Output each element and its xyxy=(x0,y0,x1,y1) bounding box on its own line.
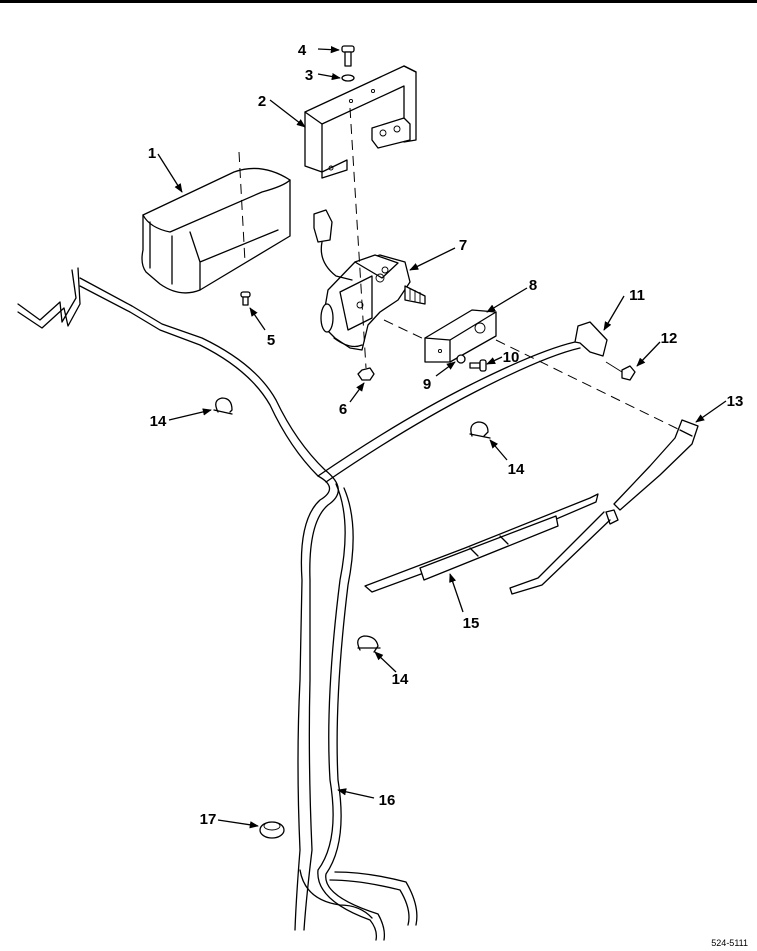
callout-labels: 4 3 2 1 5 6 7 8 9 10 11 12 13 14 14 14 1… xyxy=(148,42,744,828)
screw-part-5 xyxy=(240,291,251,306)
callout-8: 8 xyxy=(529,277,537,294)
nozzle-part xyxy=(621,365,636,381)
callout-3: 3 xyxy=(305,67,313,84)
callout-7: 7 xyxy=(459,237,467,254)
bracket-part xyxy=(304,65,417,179)
leader-arrows xyxy=(157,45,727,829)
motor-connector-part xyxy=(313,209,353,281)
figure-id: 524-5111 xyxy=(711,938,748,948)
washer-part xyxy=(341,74,355,82)
callout-6: 6 xyxy=(339,401,347,418)
callout-14-lower: 14 xyxy=(392,671,409,688)
callout-12: 12 xyxy=(661,330,678,347)
housing-cover-part xyxy=(141,151,291,294)
wiper-blade-part xyxy=(364,493,599,593)
callout-4: 4 xyxy=(298,42,307,59)
hose-clip-part-a xyxy=(213,397,233,415)
callout-2: 2 xyxy=(258,93,266,110)
callout-13: 13 xyxy=(727,393,744,410)
callout-14-middle: 14 xyxy=(508,461,525,478)
washer-part-9 xyxy=(456,354,466,364)
callout-9: 9 xyxy=(423,376,431,393)
callout-16: 16 xyxy=(379,792,396,809)
hose-fitting-part xyxy=(574,321,608,357)
wiper-motor-part xyxy=(320,254,426,351)
callout-17: 17 xyxy=(200,811,217,828)
callout-5: 5 xyxy=(267,332,275,349)
callout-1: 1 xyxy=(148,145,156,162)
callout-11: 11 xyxy=(629,287,645,304)
callout-14-left: 14 xyxy=(150,413,167,430)
hose-clip-part-b xyxy=(469,421,491,439)
nut-part xyxy=(357,367,375,381)
wiper-arm-part xyxy=(509,419,699,595)
washer-hose-part xyxy=(17,267,581,941)
screw-part-10 xyxy=(469,359,487,372)
callout-10: 10 xyxy=(503,349,520,366)
screw-part xyxy=(341,45,355,67)
grommet-part xyxy=(259,821,285,839)
spacer-block-part xyxy=(424,309,497,363)
callout-15: 15 xyxy=(463,615,480,632)
hose-clip-part-c xyxy=(357,635,381,653)
